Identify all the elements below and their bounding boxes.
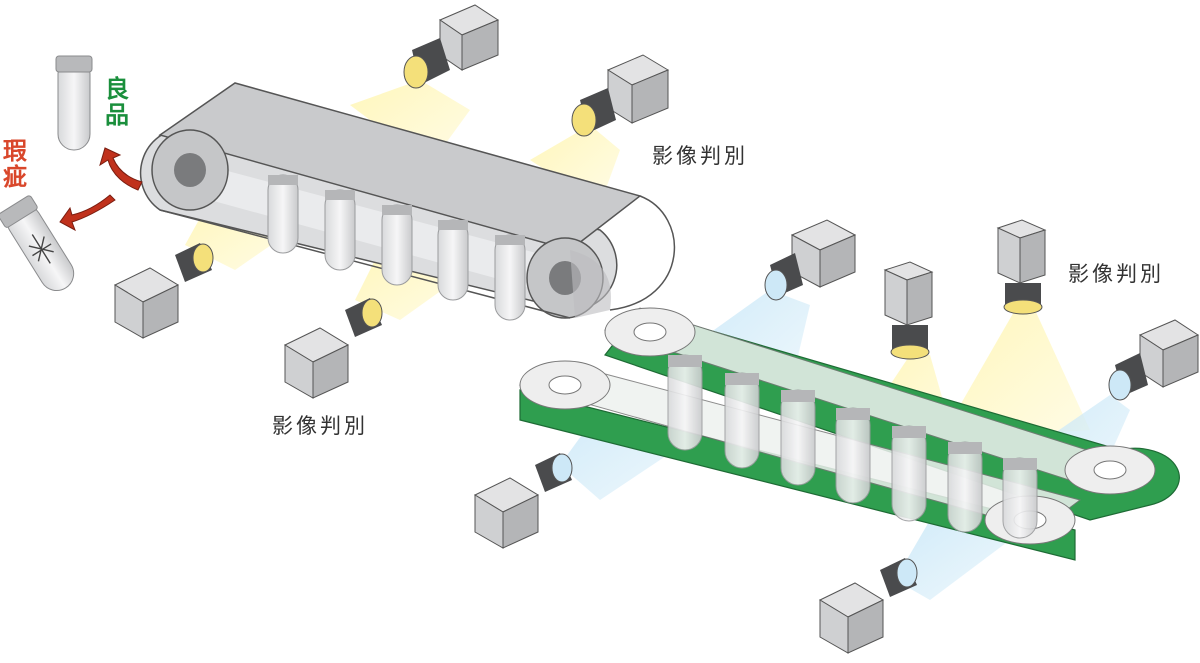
camera-green-1 (764, 219, 857, 301)
green-belt-tubes (667, 354, 1038, 539)
sort-arrow-defect-icon (59, 194, 116, 232)
defect-tube-icon (0, 195, 75, 292)
camera-green-low-2 (818, 558, 918, 654)
camera-left-low-2 (283, 298, 383, 399)
camera-top-2 (571, 54, 670, 137)
recognition-label-1: 影像判別 (652, 144, 748, 168)
good-tube-icon (55, 55, 93, 151)
camera-green-3 (996, 219, 1047, 315)
camera-green-right (1108, 319, 1200, 401)
camera-green-2 (883, 261, 934, 360)
sort-arrow-good-icon (99, 147, 143, 191)
camera-left-low-1 (113, 243, 214, 339)
camera-top-1 (403, 4, 500, 89)
camera-green-low-1 (473, 453, 573, 549)
good-label: 良品 (105, 75, 129, 129)
recognition-label-3: 影像判別 (272, 414, 368, 438)
gray-belt-tubes (267, 174, 526, 321)
defect-label: 瑕疵 (3, 137, 27, 191)
recognition-label-2: 影像判別 (1068, 262, 1164, 286)
